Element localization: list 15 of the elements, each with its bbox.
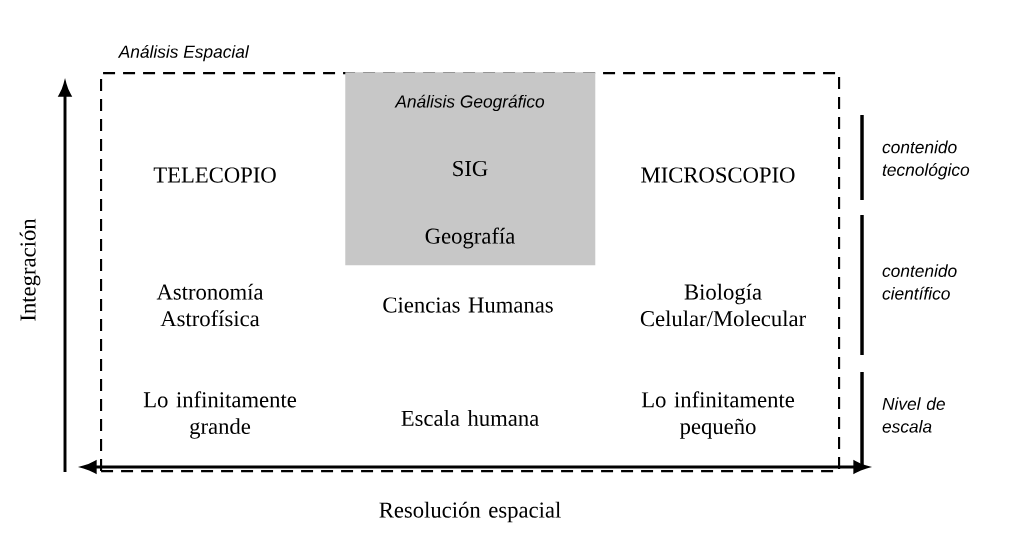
- text-label: MICROSCOPIO: [641, 167, 795, 183]
- text-label: Escala humana: [401, 410, 539, 426]
- text-label: Ciencias Humanas: [383, 297, 553, 313]
- axis-label: Integración: [19, 218, 41, 321]
- text-label: Lo infinitamente pequeño: [641, 391, 795, 439]
- text-label: Biología Celular/Molecular: [640, 283, 806, 327]
- text-label: contenido científico: [882, 264, 957, 300]
- text-label: TELECOPIO: [153, 167, 276, 183]
- node-label: Análisis Espacial: [117, 44, 250, 62]
- text-label: Astronomía Astrofísica: [156, 283, 264, 327]
- text-label: Lo infinitamente grande: [143, 391, 297, 439]
- text-label: Nivel de escala: [882, 397, 945, 433]
- text-label: Resolución espacial: [379, 501, 561, 523]
- shaded-box: Análisis Geográfico SIG Geografía: [345, 72, 596, 266]
- text-label: contenido tecnológico: [882, 140, 970, 180]
